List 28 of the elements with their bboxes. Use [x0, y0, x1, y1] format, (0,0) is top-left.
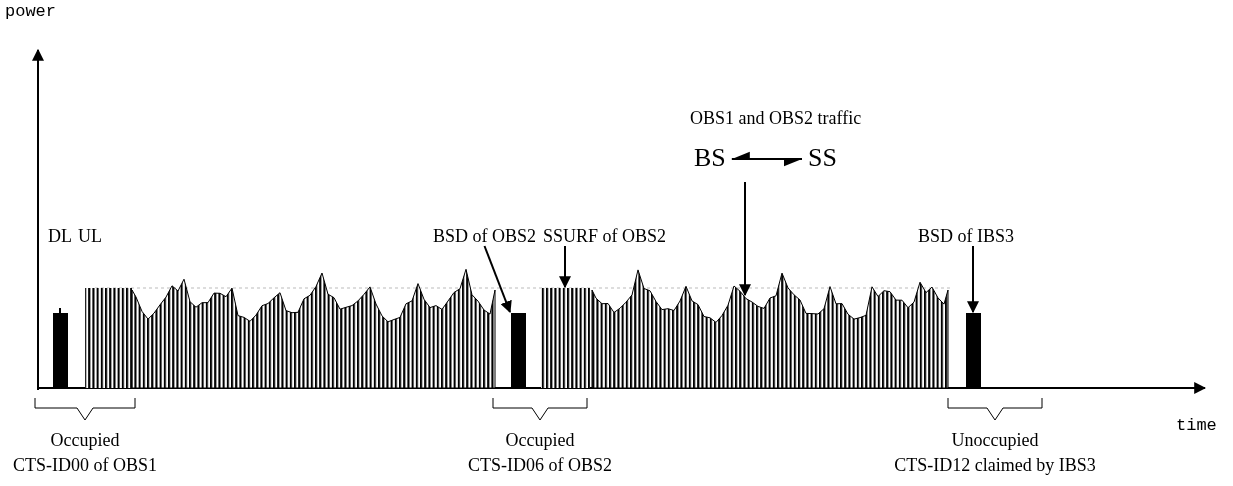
arrow — [483, 245, 512, 314]
arrow — [559, 245, 571, 289]
burst-bar — [966, 313, 981, 388]
slot-label: CTS-ID06 of OBS2 — [468, 455, 612, 475]
slot-status: Occupied — [505, 430, 575, 450]
arrow — [739, 181, 751, 297]
slot-status: Unoccupied — [951, 430, 1039, 450]
burst-bar — [511, 313, 526, 388]
axis-label: power — [5, 2, 56, 22]
slot-status: Occupied — [50, 430, 120, 450]
traffic-waveform — [131, 268, 496, 389]
group-heading: OBS1 and OBS2 traffic — [690, 108, 862, 128]
callout-label: BSD of OBS2 — [433, 226, 537, 246]
frame-label: UL — [78, 226, 102, 246]
callout-label: BS — [694, 144, 726, 172]
traffic-waveform — [591, 269, 949, 389]
slot-label: CTS-ID12 claimed by IBS3 — [894, 455, 1096, 475]
slot-label: CTS-ID00 of OBS1 — [13, 455, 157, 475]
burst-bar — [53, 313, 68, 388]
callout-label: SSURF of OBS2 — [543, 226, 667, 246]
callout-label: BSD of IBS3 — [918, 226, 1015, 246]
hatched-burst — [85, 288, 132, 388]
frame-label: DL — [48, 226, 72, 246]
exchange-arrow — [730, 151, 803, 167]
arrow — [967, 245, 979, 314]
callout-label: SS — [808, 144, 837, 172]
hatched-burst — [541, 288, 590, 388]
axis-label: time — [1176, 416, 1217, 436]
